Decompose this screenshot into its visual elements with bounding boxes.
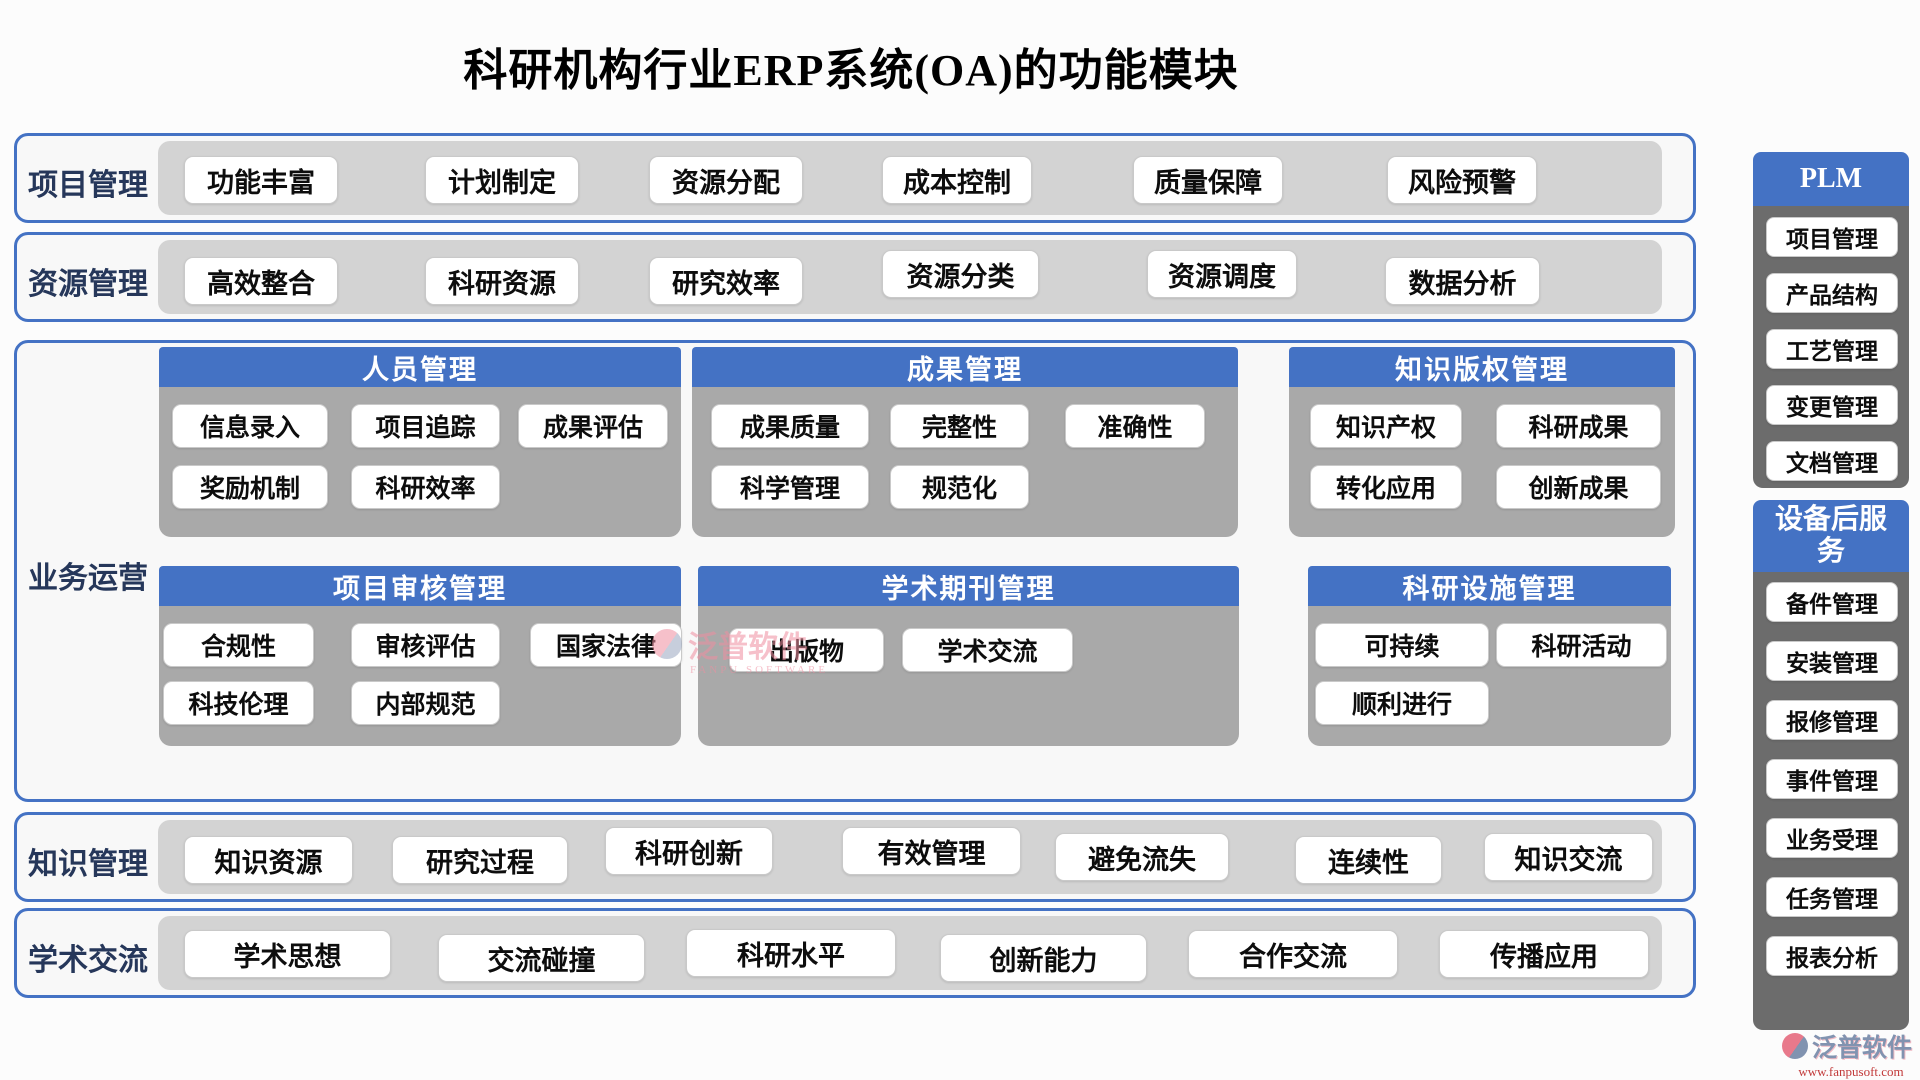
module-button[interactable]: 科研资源 — [425, 257, 579, 305]
module-button[interactable]: 科研效率 — [351, 465, 500, 509]
module-button[interactable]: 准确性 — [1065, 404, 1205, 448]
module-button[interactable]: 知识资源 — [184, 836, 353, 884]
module-button[interactable]: 文档管理 — [1766, 441, 1898, 481]
page-title: 科研机构行业ERP系统(OA)的功能模块 — [463, 46, 1239, 95]
footer-brand-url[interactable]: www.fanpusoft.com — [1798, 1064, 1904, 1079]
module-button[interactable]: 功能丰富 — [184, 156, 338, 204]
module-button[interactable]: 有效管理 — [842, 827, 1021, 875]
module-button[interactable]: 审核评估 — [351, 623, 500, 667]
module-button[interactable]: 科研创新 — [605, 827, 773, 875]
panel-body — [698, 606, 1239, 746]
module-button[interactable]: 科研水平 — [686, 929, 896, 977]
module-button[interactable]: 资源调度 — [1147, 250, 1297, 298]
module-button[interactable]: 内部规范 — [351, 681, 500, 725]
panel-header-personnel: 人员管理 — [159, 347, 681, 387]
module-button[interactable]: 资源分类 — [882, 250, 1039, 298]
module-button[interactable]: 安装管理 — [1766, 641, 1898, 681]
module-button[interactable]: 备件管理 — [1766, 582, 1898, 622]
module-button[interactable]: 变更管理 — [1766, 385, 1898, 425]
module-button[interactable]: 信息录入 — [172, 404, 328, 448]
module-button[interactable]: 交流碰撞 — [438, 934, 645, 982]
module-button[interactable]: 完整性 — [890, 404, 1029, 448]
band-label-resource: 资源管理 — [28, 268, 148, 301]
module-button[interactable]: 学术交流 — [902, 628, 1073, 672]
module-button[interactable]: 计划制定 — [425, 156, 579, 204]
module-button[interactable]: 报表分析 — [1766, 936, 1898, 976]
module-button[interactable]: 创新能力 — [940, 934, 1147, 982]
module-button[interactable]: 避免流失 — [1055, 833, 1229, 881]
panel-header-ip: 知识版权管理 — [1289, 347, 1675, 387]
panel-header-audit: 项目审核管理 — [159, 566, 681, 606]
module-button[interactable]: 工艺管理 — [1766, 329, 1898, 369]
module-button[interactable]: 科研成果 — [1496, 404, 1661, 448]
side-panel-header-equipment-service: 设备后服务 — [1753, 500, 1909, 572]
band-label-knowledge: 知识管理 — [28, 848, 148, 881]
panel-header-journal: 学术期刊管理 — [698, 566, 1239, 606]
module-button[interactable]: 转化应用 — [1310, 465, 1462, 509]
module-button[interactable]: 高效整合 — [184, 257, 338, 305]
module-button[interactable]: 业务受理 — [1766, 818, 1898, 858]
module-button[interactable]: 成果评估 — [518, 404, 668, 448]
module-button[interactable]: 数据分析 — [1385, 257, 1540, 305]
side-panel-header-plm: PLM — [1753, 152, 1909, 206]
module-button[interactable]: 资源分配 — [649, 156, 803, 204]
footer-brand: 泛普软件 www.fanpusoft.com — [1782, 1028, 1920, 1080]
module-button[interactable]: 研究过程 — [392, 836, 568, 884]
module-button[interactable]: 成本控制 — [882, 156, 1032, 204]
module-button[interactable]: 风险预警 — [1387, 156, 1537, 204]
module-button[interactable]: 事件管理 — [1766, 759, 1898, 799]
module-button[interactable]: 学术思想 — [184, 930, 391, 978]
module-button[interactable]: 任务管理 — [1766, 877, 1898, 917]
module-button[interactable]: 知识产权 — [1310, 404, 1462, 448]
module-button[interactable]: 成果质量 — [711, 404, 869, 448]
panel-header-facility: 科研设施管理 — [1308, 566, 1671, 606]
module-button[interactable]: 出版物 — [729, 628, 884, 672]
module-button[interactable]: 合作交流 — [1188, 930, 1398, 978]
module-button[interactable]: 奖励机制 — [172, 465, 328, 509]
module-button[interactable]: 国家法律 — [530, 623, 682, 667]
band-label-project: 项目管理 — [28, 169, 148, 202]
fanpu-logo-icon — [1782, 1033, 1808, 1059]
band-strip — [158, 916, 1662, 990]
module-button[interactable]: 顺利进行 — [1315, 681, 1489, 725]
module-button[interactable]: 科技伦理 — [163, 681, 314, 725]
module-button[interactable]: 合规性 — [163, 623, 314, 667]
module-button[interactable]: 研究效率 — [649, 257, 803, 305]
module-button[interactable]: 科学管理 — [711, 465, 869, 509]
module-button[interactable]: 科研活动 — [1496, 623, 1667, 667]
module-button[interactable]: 报修管理 — [1766, 700, 1898, 740]
module-button[interactable]: 连续性 — [1295, 836, 1442, 884]
band-label-business: 业务运营 — [28, 562, 148, 595]
module-button[interactable]: 可持续 — [1315, 623, 1489, 667]
module-button[interactable]: 质量保障 — [1133, 156, 1283, 204]
module-button[interactable]: 创新成果 — [1496, 465, 1661, 509]
footer-brand-name: 泛普软件 — [1812, 1035, 1913, 1062]
module-button[interactable]: 规范化 — [890, 465, 1029, 509]
band-label-academic: 学术交流 — [28, 944, 148, 977]
module-button[interactable]: 传播应用 — [1439, 930, 1649, 978]
module-button[interactable]: 知识交流 — [1484, 833, 1653, 881]
module-button[interactable]: 项目追踪 — [351, 404, 500, 448]
panel-header-achievement: 成果管理 — [692, 347, 1238, 387]
module-button[interactable]: 项目管理 — [1766, 217, 1898, 257]
module-button[interactable]: 产品结构 — [1766, 273, 1898, 313]
